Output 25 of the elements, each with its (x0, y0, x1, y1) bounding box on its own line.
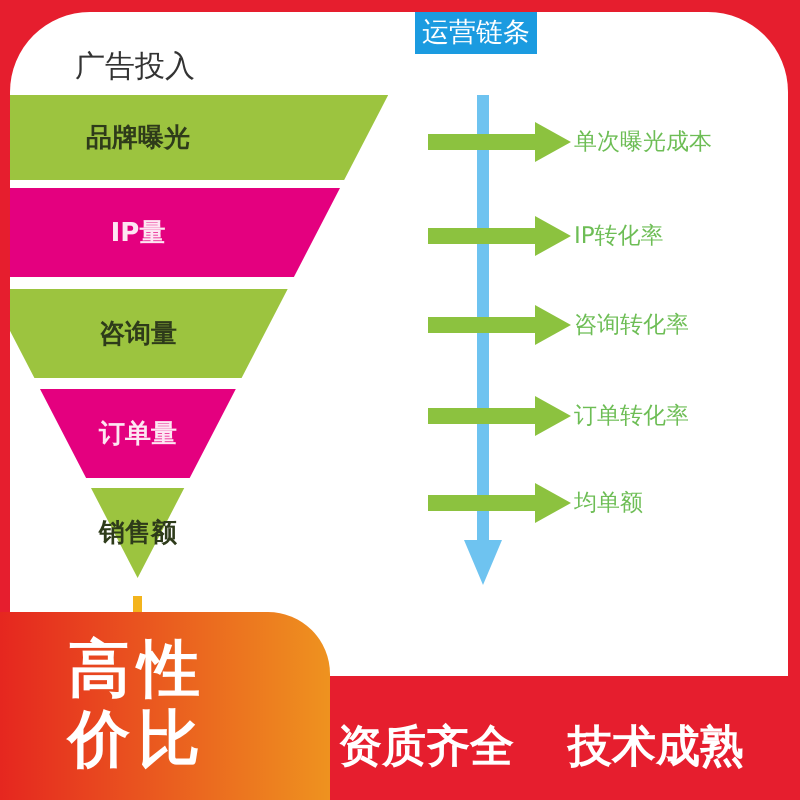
band-label: 品牌曝光 (86, 122, 190, 152)
funnel-band (10, 289, 288, 378)
metric-label: 订单转化率 (574, 402, 689, 430)
heading-tag: 运营链条 (415, 12, 537, 54)
arrow (428, 483, 571, 523)
arrow (428, 122, 571, 162)
feature-text: 资质齐全 (338, 722, 514, 772)
arrow (428, 305, 571, 345)
metric-label: 单次曝光成本 (574, 128, 712, 156)
funnel-band (40, 389, 236, 478)
feature-text: 技术成熟 (568, 722, 744, 772)
band-label: IP量 (110, 218, 166, 248)
band-label: 咨询量 (99, 318, 177, 348)
footer-band (330, 676, 800, 800)
arrow (428, 216, 571, 256)
funnel-band (10, 188, 340, 277)
metric-label: 均单额 (574, 489, 643, 517)
metric-label: 咨询转化率 (574, 311, 689, 339)
funnel-band (10, 95, 388, 180)
promo-text: 高性价比 (68, 634, 209, 774)
band-label: 订单量 (98, 418, 177, 448)
metric-label: IP转化率 (574, 222, 664, 250)
promo-panel (0, 612, 330, 800)
arrow (428, 396, 571, 436)
funnel-heading: 广告投入 (75, 50, 195, 84)
